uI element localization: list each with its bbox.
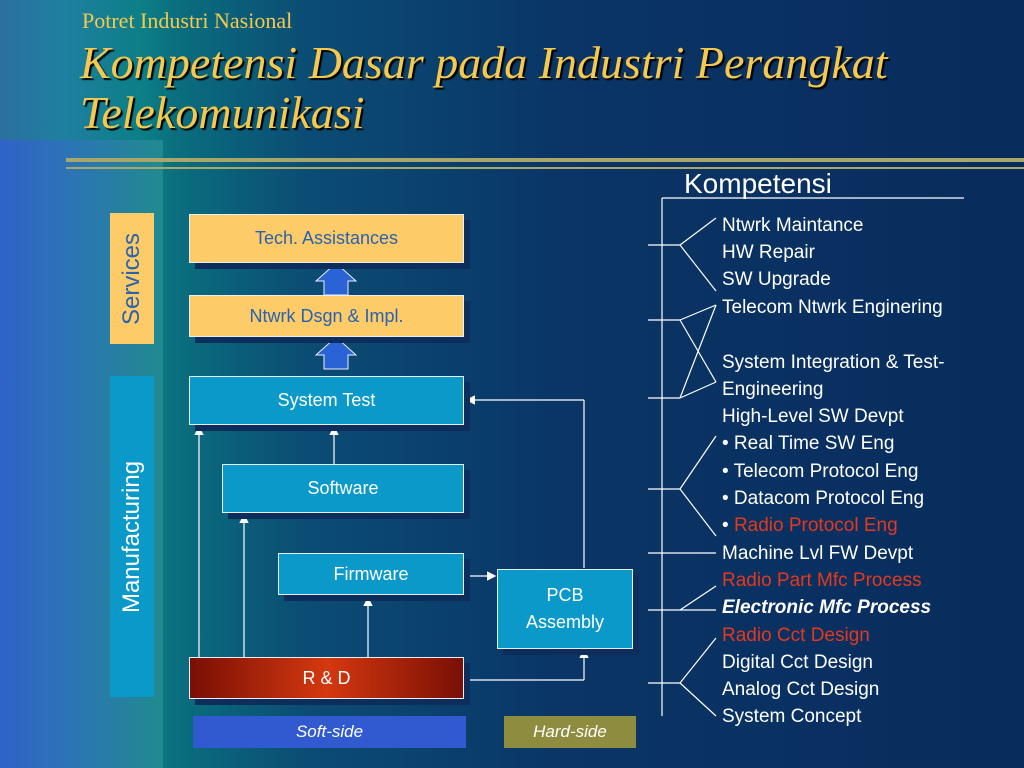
komp-item-red: Radio Protocol Eng	[733, 515, 898, 536]
system-test-label: System Test	[277, 390, 376, 410]
system-test-box: System Test	[189, 376, 464, 425]
firmware-label: Firmware	[333, 563, 409, 584]
up-arrow-2	[314, 336, 358, 370]
manufacturing-label: Manufacturing	[110, 376, 154, 697]
komp-item: High-Level SW Devpt	[722, 406, 904, 427]
ntwrk-dsgn-label: Ntwrk Dsgn & Impl.	[249, 305, 404, 326]
software-box: Software	[222, 464, 464, 513]
komp-item: Digital Cct Design	[722, 652, 873, 673]
komp-item: HW Repair	[722, 242, 815, 263]
title-rule-thick	[66, 158, 1024, 162]
soft-side-label: Soft-side	[295, 722, 364, 741]
komp-item-emphasis: Electronic Mfc Process	[722, 597, 932, 618]
komp-item-red: Radio Cct Design	[722, 625, 870, 646]
slide-title: Kompetensi Dasar pada Industri Perangkat…	[80, 38, 980, 138]
soft-side-tag: Soft-side	[193, 716, 466, 748]
komp-item-radio-protocol: • Radio Protocol Eng	[722, 515, 898, 537]
komp-bullet: •	[722, 515, 734, 536]
ntwrk-dsgn-box: Ntwrk Dsgn & Impl.	[189, 295, 464, 337]
slide-title-line2: Telekomunikasi	[80, 87, 365, 138]
komp-item: Machine Lvl FW Devpt	[722, 543, 914, 564]
firmware-box: Firmware	[278, 553, 464, 595]
slide-title-line1: Kompetensi Dasar pada Industri Perangkat	[80, 37, 888, 88]
hard-side-tag: Hard-side	[504, 716, 636, 748]
up-arrow-1	[314, 262, 358, 296]
hard-side-label: Hard-side	[533, 722, 607, 741]
rnd-box: R & D	[189, 657, 464, 699]
komp-item: Ntwrk Maintance	[722, 215, 864, 236]
komp-item: SW Upgrade	[722, 269, 831, 290]
komp-item: Analog Cct Design	[722, 679, 880, 700]
pcb-label-line1: PCB	[546, 585, 584, 605]
komp-item-red: Radio Part Mfc Process	[722, 570, 922, 591]
tech-assistances-box: Tech. Assistances	[189, 214, 464, 263]
title-rule-thin	[66, 167, 1024, 169]
komp-item: • Datacom Protocol Eng	[722, 488, 925, 509]
services-label: Services	[110, 213, 154, 344]
rnd-label: R & D	[302, 667, 351, 688]
pcb-assembly-box: PCB Assembly	[497, 569, 633, 649]
komp-item: Engineering	[722, 379, 824, 400]
komp-item: System Integration & Test-	[722, 352, 945, 373]
komp-item: • Real Time SW Eng	[722, 433, 895, 454]
software-label: Software	[307, 478, 379, 498]
tech-assistances-label: Tech. Assistances	[254, 228, 399, 248]
pcb-label-line2: Assembly	[525, 612, 605, 632]
komp-item: System Concept	[722, 706, 862, 727]
kompetensi-title: Kompetensi	[684, 168, 832, 199]
slide-subtitle: Potret Industri Nasional	[82, 8, 293, 33]
komp-item: Telecom Ntwrk Enginering	[722, 297, 943, 318]
komp-item: • Telecom Protocol Eng	[722, 461, 919, 482]
